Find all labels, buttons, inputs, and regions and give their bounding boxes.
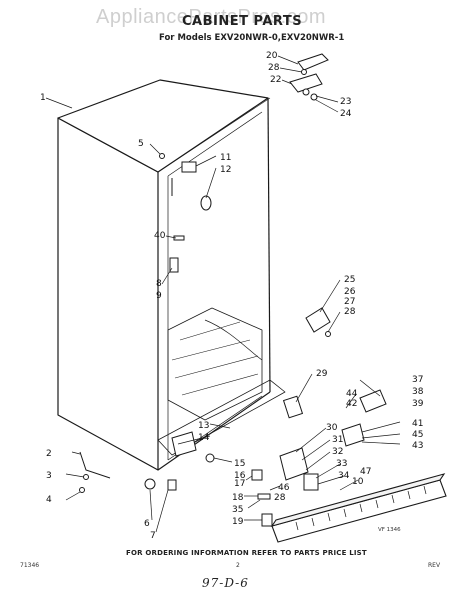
handwritten-note: 97-D-6 xyxy=(202,576,249,590)
callout-23: 23 xyxy=(340,97,351,107)
callout-13: 13 xyxy=(198,421,209,431)
callout-6: 6 xyxy=(144,519,150,529)
callout-28-mid: 28 xyxy=(344,307,356,317)
page-title: CABINET PARTS xyxy=(182,14,303,29)
toe-grille xyxy=(270,473,447,543)
callout-20: 20 xyxy=(266,51,278,61)
callout-2: 2 xyxy=(46,449,52,459)
callout-31: 31 xyxy=(332,435,343,445)
leveler-block xyxy=(171,431,197,457)
callout-33: 33 xyxy=(336,459,347,469)
callout-34: 34 xyxy=(338,471,350,481)
callout-28-top: 28 xyxy=(268,63,280,73)
cabinet-front-face xyxy=(57,117,159,471)
callout-30: 30 xyxy=(326,423,338,433)
revision-mark: REV xyxy=(428,562,441,569)
callout-32: 32 xyxy=(332,447,343,457)
callout-numbers: 1 2 3 4 5 6 7 8 9 10 11 12 13 14 15 16 1… xyxy=(40,51,424,541)
callout-41: 41 xyxy=(412,419,423,429)
callout-46: 46 xyxy=(278,483,290,493)
callout-26: 26 xyxy=(344,287,356,297)
callout-37: 37 xyxy=(412,375,423,385)
callout-28-low: 28 xyxy=(274,493,286,503)
callout-44: 44 xyxy=(346,389,358,399)
liner-floor xyxy=(167,307,263,421)
callout-5: 5 xyxy=(138,139,144,149)
callout-42: 42 xyxy=(346,399,357,409)
callout-40: 40 xyxy=(154,231,166,241)
callout-25: 25 xyxy=(344,275,355,285)
callout-8: 8 xyxy=(156,279,162,289)
callout-17: 17 xyxy=(234,479,245,489)
cabinet-back-edge xyxy=(267,97,271,393)
callout-9: 9 xyxy=(156,291,162,301)
callout-35: 35 xyxy=(232,505,243,515)
callout-7: 7 xyxy=(150,531,156,541)
callout-43: 43 xyxy=(412,441,423,451)
figure-ref: VF 1346 xyxy=(378,527,401,533)
callout-1: 1 xyxy=(40,93,46,103)
callout-38: 38 xyxy=(412,387,424,397)
callout-11: 11 xyxy=(220,153,231,163)
screw-part xyxy=(159,153,165,159)
callout-45: 45 xyxy=(412,430,423,440)
callout-22: 22 xyxy=(270,75,281,85)
figure-code: 71346 xyxy=(20,562,40,569)
top-hinge-part xyxy=(297,53,329,71)
callout-39: 39 xyxy=(412,399,424,409)
callout-12: 12 xyxy=(220,165,231,175)
callout-47: 47 xyxy=(360,467,371,477)
callout-29: 29 xyxy=(316,369,328,379)
callout-16: 16 xyxy=(234,471,246,481)
callout-3: 3 xyxy=(46,471,52,481)
callout-24: 24 xyxy=(340,109,352,119)
ordering-note: FOR ORDERING INFORMATION REFER TO PARTS … xyxy=(126,549,367,557)
callout-10: 10 xyxy=(352,477,364,487)
callout-27: 27 xyxy=(344,297,355,307)
watermark: AppliancePartsPros.com xyxy=(96,6,326,28)
callout-14: 14 xyxy=(198,433,210,443)
models-line: For Models EXV20NWR-0,EXV20NWR-1 xyxy=(159,33,345,43)
callout-18: 18 xyxy=(232,493,244,503)
callout-15: 15 xyxy=(234,459,245,469)
callout-19: 19 xyxy=(232,517,244,527)
callout-4: 4 xyxy=(46,495,52,505)
page-number: 2 xyxy=(236,562,240,569)
